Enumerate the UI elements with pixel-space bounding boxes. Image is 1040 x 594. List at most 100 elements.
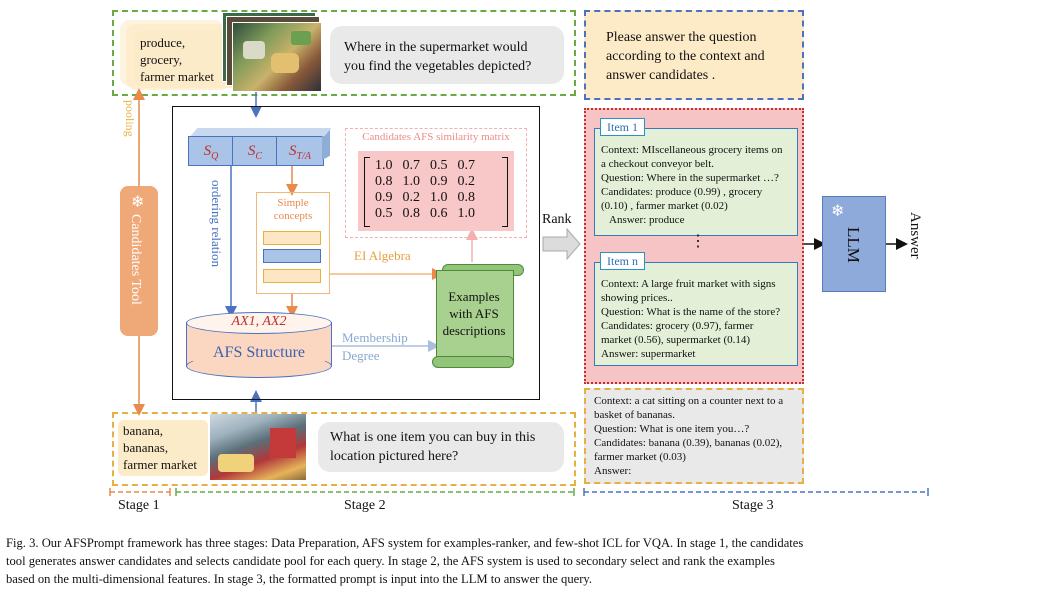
simple-concepts-label: Simple [277,197,309,209]
item-line: Answer: produce [609,214,685,226]
keyword-line: farmer market [123,457,197,472]
item-line: Candidates: grocery (0.97), farmer [601,320,754,332]
matrix-cell: 0.8 [375,174,393,189]
afs-structure-label: AFS Structure [213,344,305,361]
matrix-cell: 1.0 [375,158,393,173]
s-q-letter: S [203,143,212,159]
matrix-bracket-right [502,157,508,227]
s-box-top [190,128,332,136]
top-image-stack [222,12,322,92]
scroll-body [436,270,514,362]
caption-line: Fig. 3. Our AFSPrompt framework has thre… [6,536,804,550]
query-line: Context: a cat sitting on a counter next… [594,395,784,407]
s-c-box: SC [232,136,278,166]
matrix-row: 0.5 0.8 0.6 1.0 [370,206,480,222]
item-line: Question: What is the name of the store? [601,306,781,318]
item-n-text: Context: A large fruit market with signs… [601,277,797,361]
matrix-cell: 1.0 [457,206,476,221]
item-line: Candidates: produce (0.99) , grocery [601,186,763,198]
ei-algebra-label: EI Algebra [354,248,411,263]
afs-structure-cylinder: AX1, AX2 AFS Structure [186,312,332,378]
snowflake-icon: ❄ [831,203,845,220]
keyword-line: farmer market [140,69,214,84]
s-c-sub: C [255,151,263,162]
simple-concepts-box: Simple concepts [256,192,330,294]
concept-bar-2 [263,249,321,263]
matrix-cell: 0.2 [457,174,476,189]
supermarket-image [232,22,322,92]
item-1-text: Context: MIscellaneous grocery items on … [601,143,797,227]
keyword-line: banana, [123,423,164,438]
question-line: location pictured here? [330,449,459,464]
question-line: you find the vegetables depicted? [344,59,532,74]
matrix-cell: 0.8 [402,206,421,221]
matrix-cell: 0.2 [402,190,421,205]
matrix-cell: 0.9 [430,174,448,189]
bottom-keywords: banana, bananas, farmer market [118,420,208,476]
top-question: Where in the supermarket would you find … [330,26,564,84]
stage-3-label: Stage 3 [732,498,774,513]
degree-label: Degree [342,348,380,363]
item-line: Context: A large fruit market with signs [601,278,776,290]
query-text: Context: a cat sitting on a counter next… [594,394,800,478]
item-line: Question: Where in the supermarket …? [601,172,779,184]
examples-scroll: Examples with AFS descriptions [432,264,524,368]
examples-line: descriptions [442,323,506,338]
caption-line: tool generates answer candidates and sel… [6,554,775,568]
pooling-label: pooling [123,100,137,137]
matrix-cell: 1.0 [430,190,448,205]
query-line: farmer market (0.03) [594,451,686,463]
s-c-letter: S [247,143,256,159]
matrix-cell: 0.5 [375,206,393,221]
item-line: Context: MIscellaneous grocery items on [601,144,783,156]
query-line: Question: What is one item you…? [594,423,750,435]
market-image [210,414,306,480]
examples-line: Examples [448,289,500,304]
matrix-cell: 0.7 [402,158,421,173]
item-n-box: Context: A large fruit market with signs… [594,262,798,366]
instruction-text: Please answer the question according to … [606,28,765,85]
caption-line: based on the multi-dimensional features.… [6,572,593,586]
bottom-question: What is one item you can buy in this loc… [318,422,564,472]
query-line: Answer: [594,465,632,477]
instruction-line: according to the context and [606,49,765,64]
cylinder-bottom [186,354,332,378]
stage-1-label: Stage 1 [118,498,160,513]
candidates-tool-label: Candidates Tool [128,214,143,305]
matrix-cell: 0.8 [457,190,476,205]
s-ta-letter: S [289,143,297,159]
llm-label: LLM [844,227,863,263]
item-1-tag: Item 1 [600,118,645,136]
matrix-cell: 0.5 [430,158,448,173]
figure-caption: Fig. 3. Our AFSPrompt framework has thre… [6,534,1036,588]
query-line: basket of bananas. [594,409,675,421]
keyword-line: produce, [140,35,186,50]
item-line: market (0.56), supermarket (0.14) [601,334,751,346]
matrix-cell: 0.6 [430,206,448,221]
concept-bar-1 [263,231,321,245]
s-q-sub: Q [211,151,219,162]
s-ta-box: ST/A [276,136,324,166]
matrix-cell: 0.9 [375,190,393,205]
instruction-panel: Please answer the question according to … [584,10,804,100]
query-panel: Context: a cat sitting on a counter next… [584,388,804,484]
keyword-line: grocery, [140,52,183,67]
ordering-relation-label: ordering relation [209,180,224,267]
instruction-line: answer candidates . [606,68,716,83]
cylinder-top [186,312,332,334]
rank-label: Rank [542,212,572,227]
query-line: Candidates: banana (0.39), bananas (0.02… [594,437,783,449]
matrix-row: 0.9 0.2 1.0 0.8 [370,190,480,206]
candidates-tool: ❄ Candidates Tool [120,186,158,336]
question-line: What is one item you can buy in this [330,430,536,445]
answer-label: Answer [907,212,923,259]
keyword-line: bananas, [123,440,169,455]
axioms-label: AX1, AX2 [231,314,287,329]
examples-line: with AFS [449,306,499,321]
item-1-box: Context: MIscellaneous grocery items on … [594,128,798,236]
s-ta-sub: T/A [296,151,311,162]
